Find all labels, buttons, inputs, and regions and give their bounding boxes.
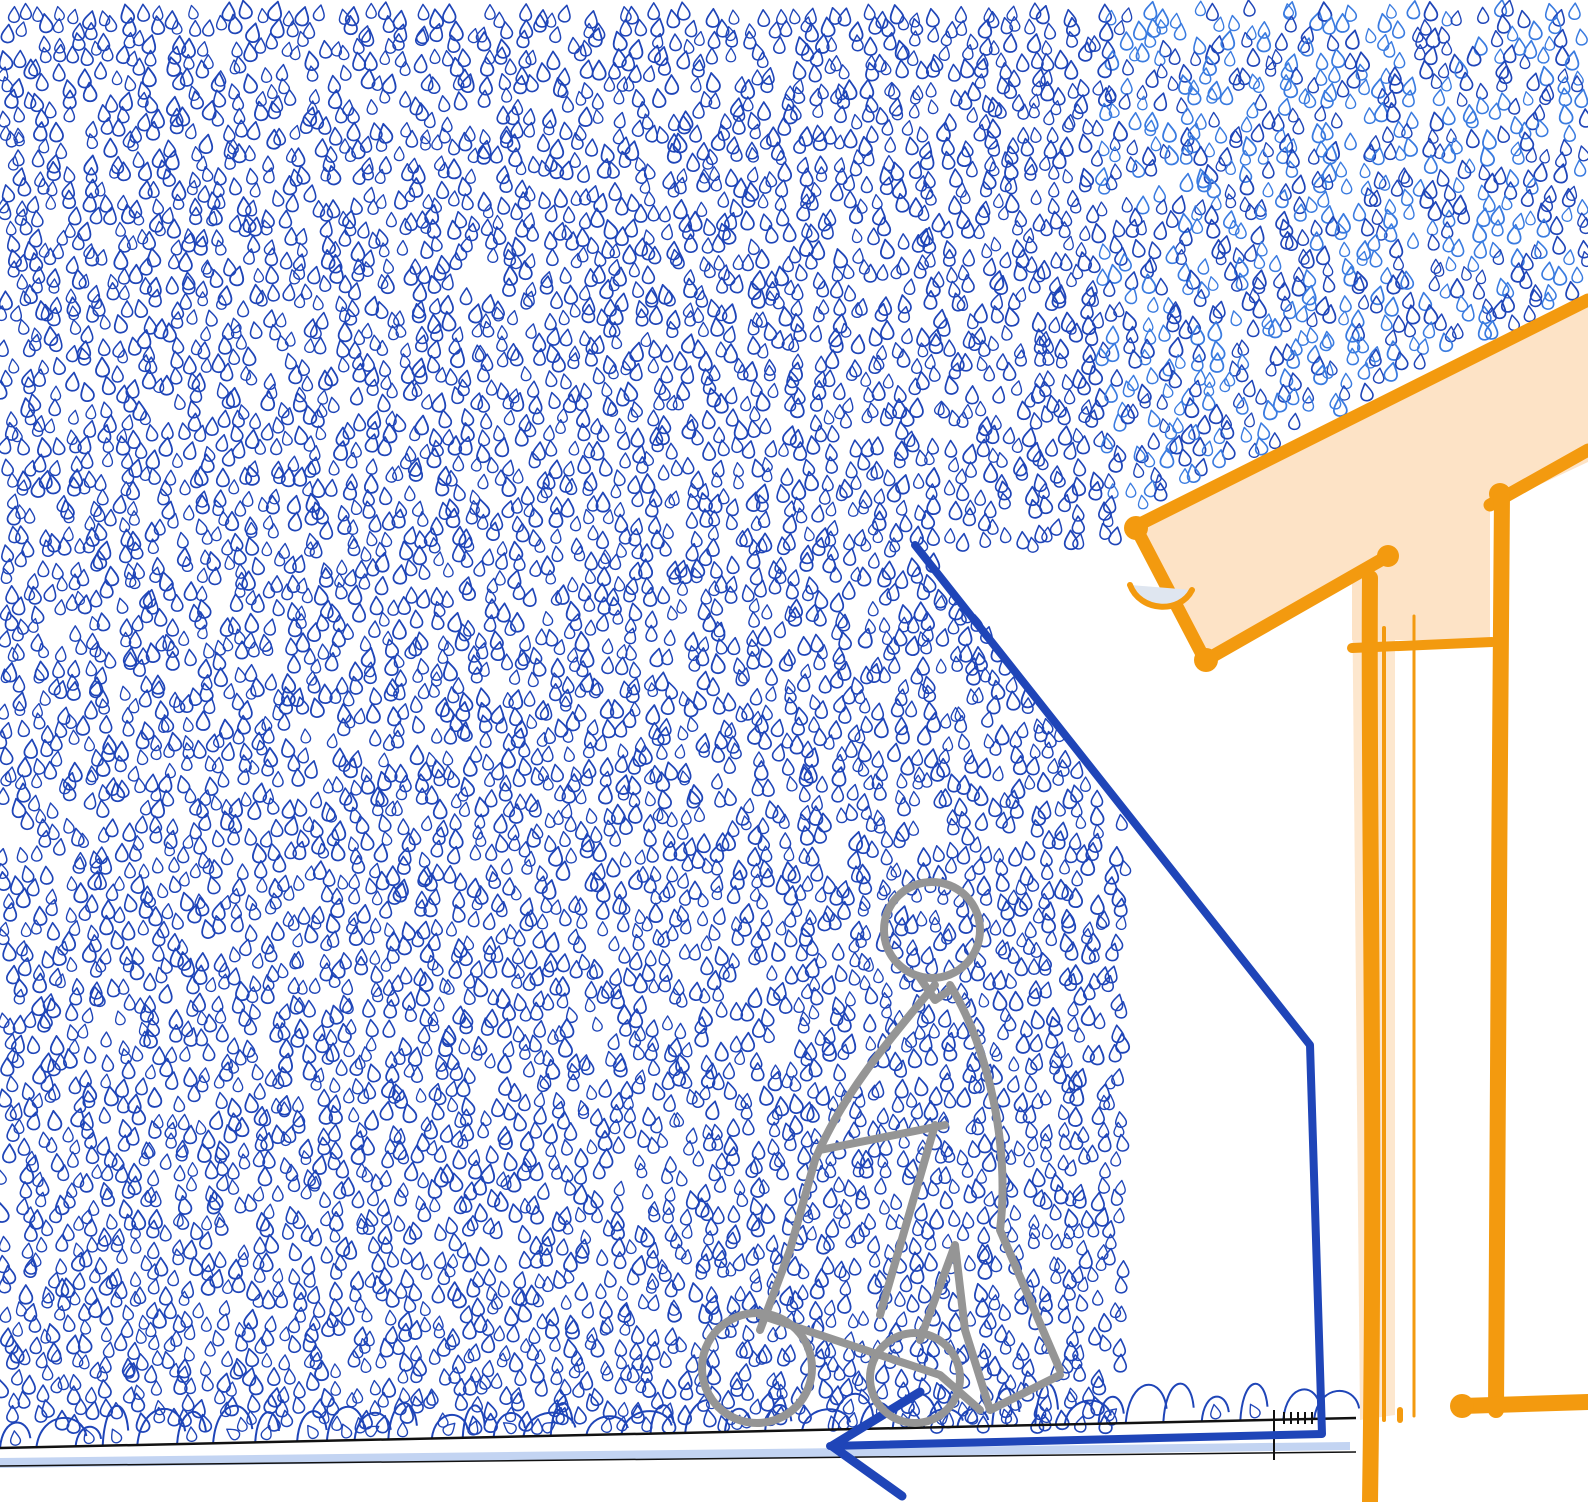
rain-shelter-sketch <box>0 0 1588 1502</box>
